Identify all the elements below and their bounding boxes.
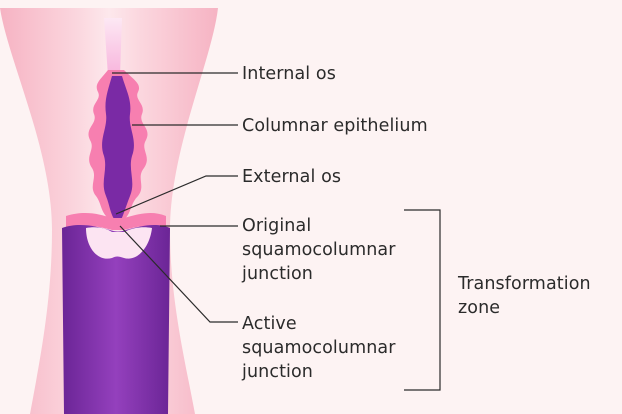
transformation-zone-bracket	[404, 210, 440, 390]
original-scj-label: Original squamocolumnar junction	[242, 214, 396, 286]
active-scj-line-1: Active	[242, 312, 396, 336]
original-scj-line-3: junction	[242, 262, 396, 286]
original-scj-line-1: Original	[242, 214, 396, 238]
active-scj-line-2: squamocolumnar	[242, 336, 396, 360]
transformation-zone-line-2: zone	[458, 296, 591, 320]
transformation-zone-label: Transformation zone	[458, 272, 591, 320]
columnar-epithelium-label: Columnar epithelium	[242, 114, 428, 138]
active-scj-label: Active squamocolumnar junction	[242, 312, 396, 384]
external-os-label: External os	[242, 165, 341, 189]
active-scj-line-3: junction	[242, 360, 396, 384]
internal-os-label: Internal os	[242, 62, 336, 86]
transformation-zone-line-1: Transformation	[458, 272, 591, 296]
original-scj-line-2: squamocolumnar	[242, 238, 396, 262]
